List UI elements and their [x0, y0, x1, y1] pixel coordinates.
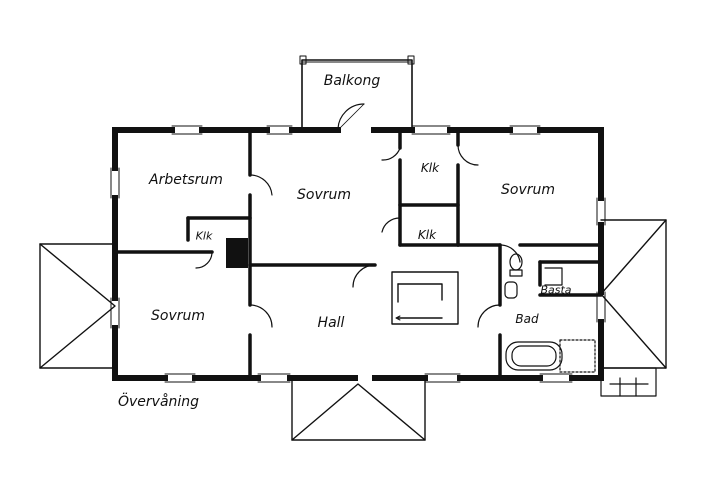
staircase [391, 271, 459, 325]
interior-walls [113, 128, 603, 380]
closet-middle-label: Klk [417, 228, 437, 242]
chimney-block [226, 238, 248, 268]
outer-walls [112, 127, 604, 381]
closet-left-label: Klk [195, 229, 213, 243]
bathroom-label: Bad [515, 312, 539, 326]
floor-title: Övervåning [118, 394, 200, 410]
entry-steps [600, 367, 657, 397]
study-label: Arbetsrum [149, 172, 223, 188]
closet-top-label: Klk [420, 161, 440, 175]
hall-label: Hall [317, 315, 345, 331]
bottom-roof [291, 377, 426, 441]
sauna-label: Basta [540, 283, 572, 297]
bedroom-center-label: Sovrum [296, 187, 352, 203]
balcony-label: Balkong [323, 73, 381, 89]
left-roof [39, 243, 116, 369]
right-roof [600, 219, 667, 369]
door-swings [195, 103, 521, 328]
bedroom-left-label: Sovrum [150, 308, 206, 324]
balcony-structure [299, 55, 415, 129]
windows [110, 125, 606, 383]
bedroom-right-label: Sovrum [500, 182, 556, 198]
bathroom-fixtures [504, 253, 596, 373]
